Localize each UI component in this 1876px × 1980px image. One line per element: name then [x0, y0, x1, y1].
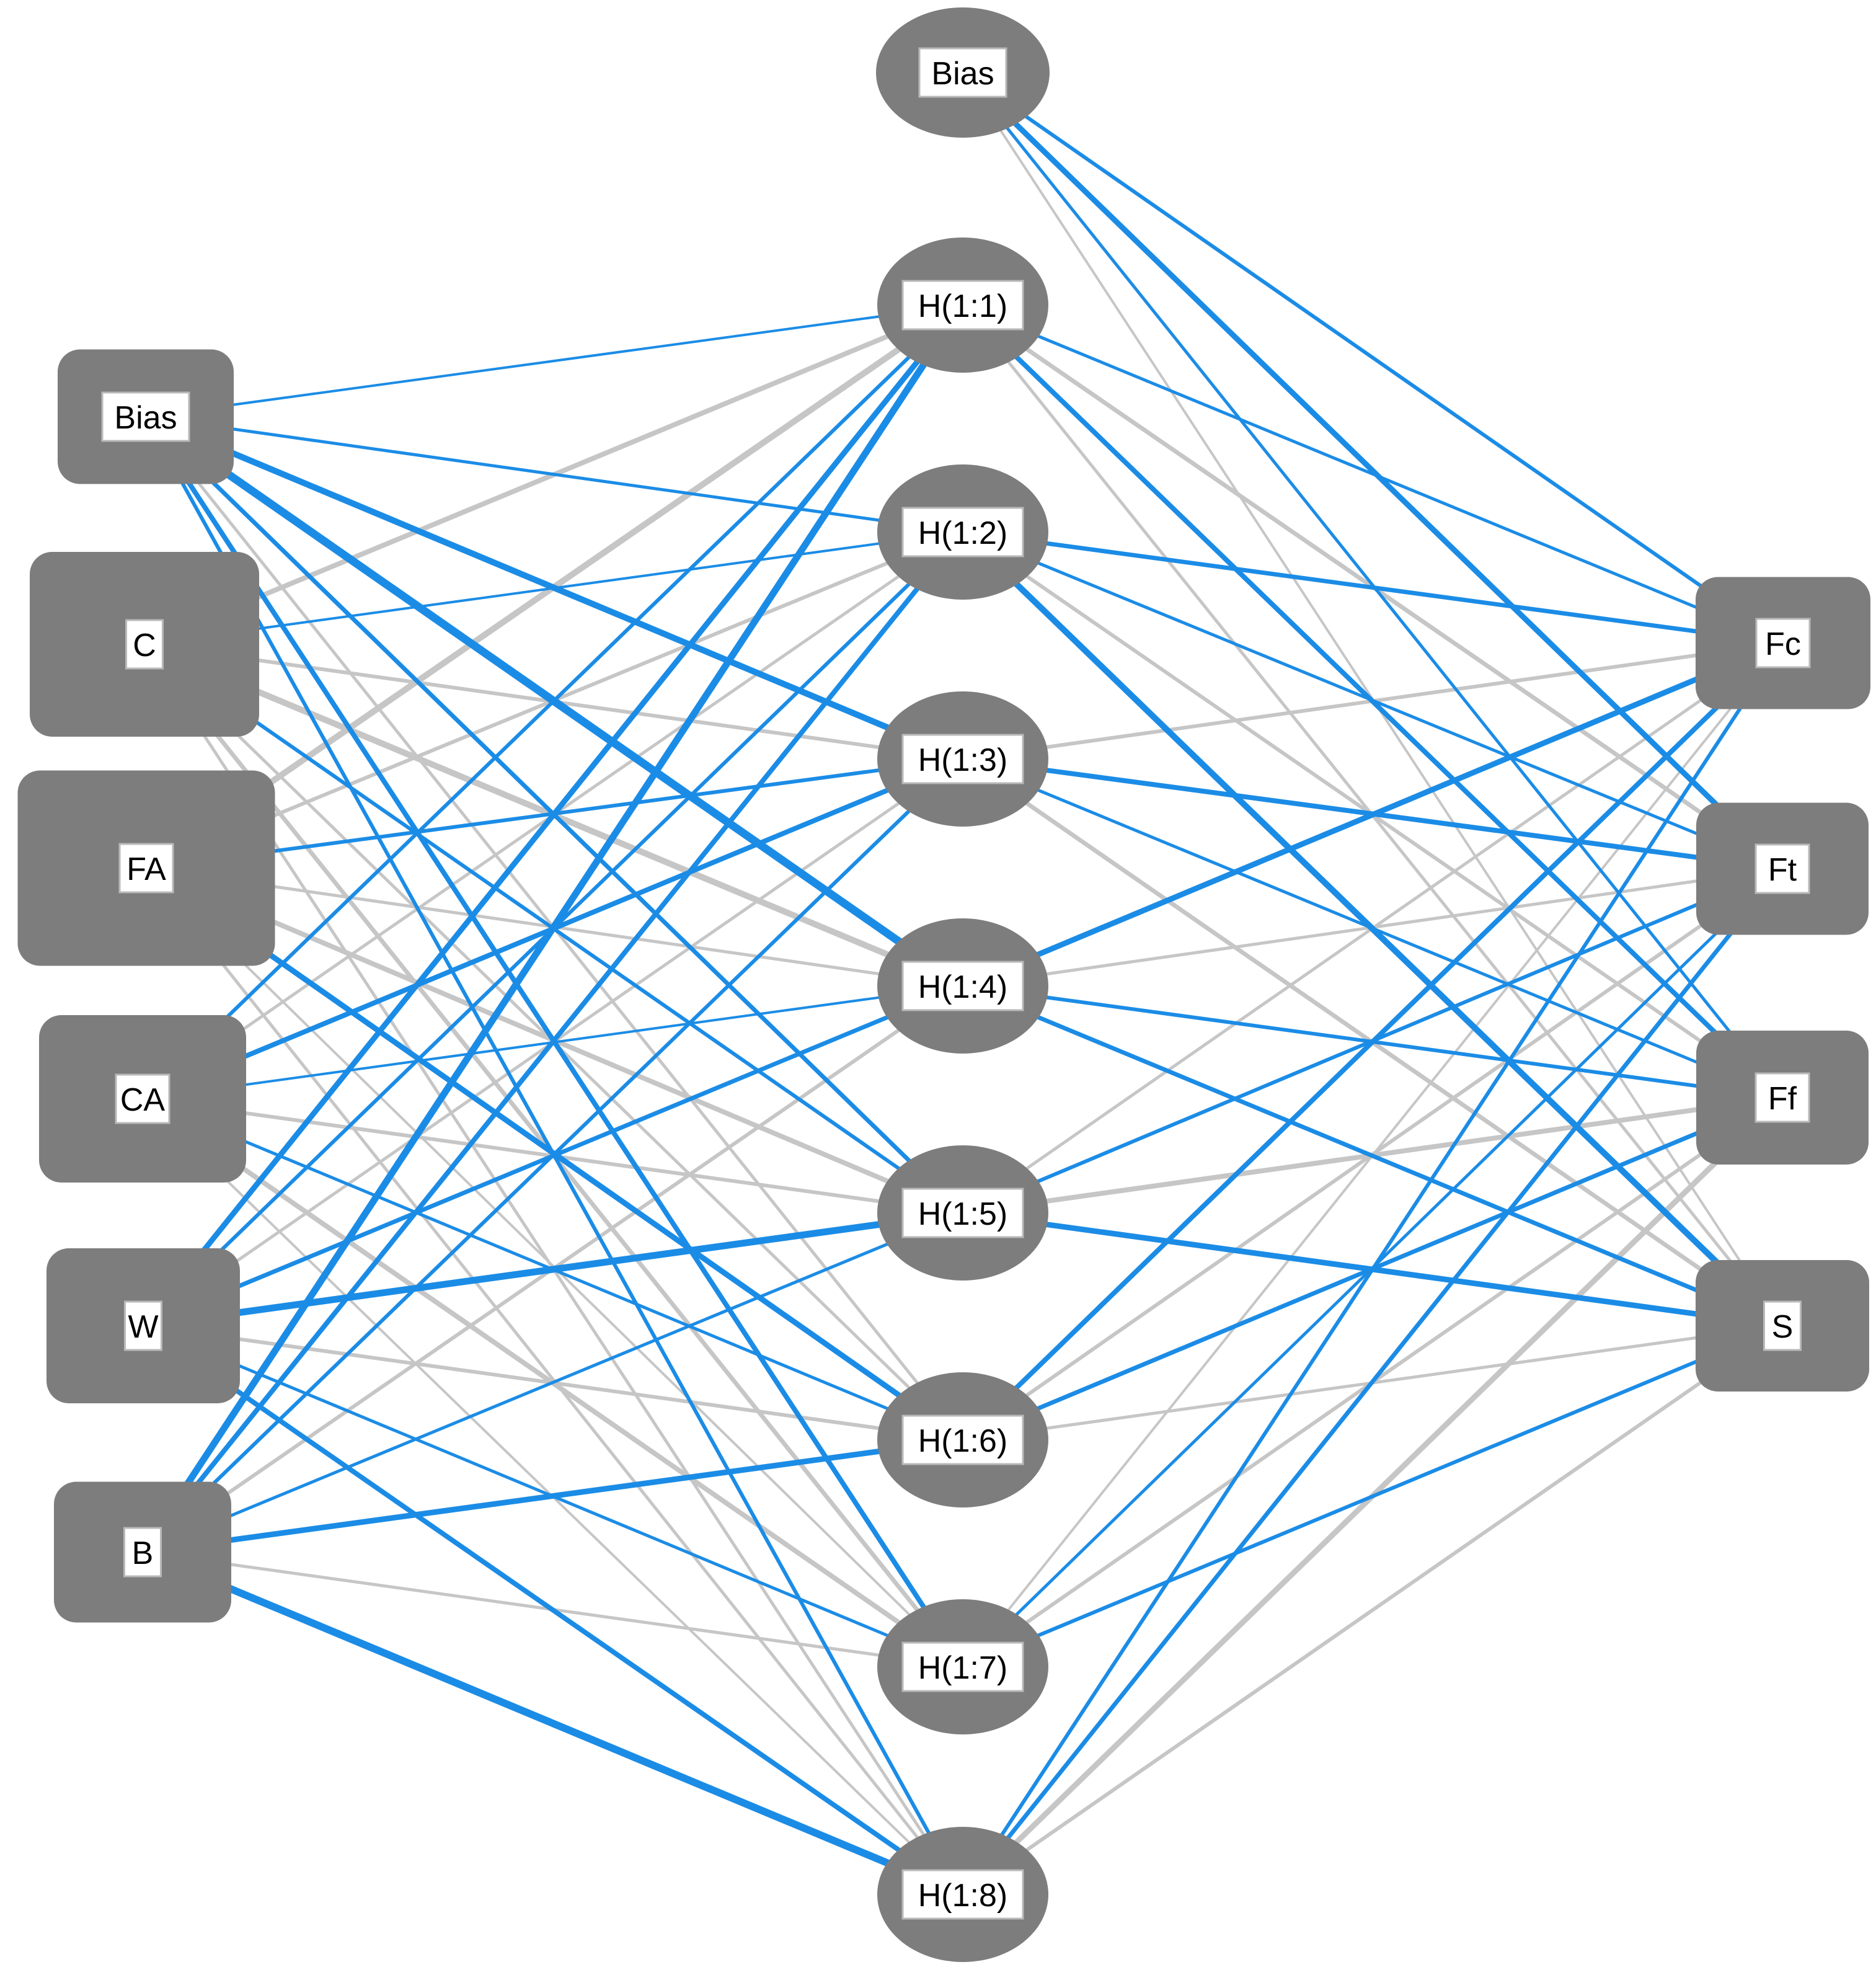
edge-in-w-h1-positive	[140, 302, 966, 1329]
node-label-box-in-w	[124, 1300, 162, 1351]
node-label-in-w: W	[128, 1309, 158, 1345]
node-label-in-ca: CA	[120, 1082, 166, 1118]
edge-h2-out-fc-positive	[960, 530, 1785, 646]
node-label-out-s: S	[1772, 1309, 1794, 1345]
edge-h-bias-out-ft-positive	[960, 69, 1785, 872]
node-label-box-out-ff	[1754, 1072, 1810, 1123]
edge-h8-out-s-negative	[961, 1324, 1784, 1896]
node-label-box-in-fa	[118, 843, 174, 894]
node-label-h4: H(1:4)	[918, 969, 1007, 1005]
node-label-box-h7	[901, 1641, 1024, 1692]
node-label-box-out-fc	[1755, 618, 1811, 668]
node-label-h-bias: Bias	[931, 56, 994, 92]
node-label-box-in-bias	[101, 391, 190, 442]
edge-in-b-h5-positive	[141, 1211, 965, 1554]
edge-in-b-h8-positive	[139, 1548, 967, 1898]
node-label-box-h4	[901, 961, 1024, 1011]
node-label-in-b: B	[132, 1535, 154, 1571]
node-label-h7: H(1:7)	[918, 1650, 1007, 1686]
edge-in-w-h5-positive	[139, 1209, 967, 1330]
edge-h6-out-fc-positive	[960, 641, 1785, 1442]
node-label-box-in-b	[123, 1527, 162, 1578]
node-label-box-h8	[901, 1869, 1024, 1920]
node-label-h1: H(1:1)	[918, 288, 1007, 324]
node-label-in-fa: FA	[126, 851, 166, 887]
node-label-box-in-c	[125, 619, 164, 670]
node-label-box-h2	[901, 507, 1024, 557]
node-label-box-out-ft	[1754, 843, 1810, 894]
node-label-box-h-bias	[918, 47, 1007, 98]
edge-h7-out-s-positive	[961, 1324, 1784, 1669]
edge-in-b-h3-positive	[141, 757, 965, 1554]
node-label-in-bias: Bias	[114, 400, 177, 436]
edge-in-b-h6-positive	[139, 1437, 966, 1555]
edge-h1-out-fc-positive	[961, 303, 1785, 645]
edge-h4-out-fc-positive	[960, 640, 1786, 989]
node-label-box-h6	[901, 1414, 1024, 1465]
edge-in-w-h8-positive	[141, 1323, 965, 1897]
node-label-h5: H(1:5)	[918, 1196, 1007, 1232]
node-label-box-out-s	[1763, 1300, 1802, 1351]
node-label-out-ft: Ft	[1768, 852, 1797, 888]
edge-h8-out-fc-positive	[961, 641, 1785, 1896]
node-label-box-h1	[901, 280, 1024, 331]
edge-in-bias-h2-positive	[144, 415, 965, 534]
edge-h4-out-s-positive	[960, 983, 1785, 1328]
node-label-h3: H(1:3)	[918, 742, 1007, 778]
edge-in-ca-h1-positive	[141, 303, 965, 1101]
edge-h8-out-ft-positive	[960, 866, 1785, 1897]
node-label-box-in-ca	[115, 1073, 170, 1124]
edge-in-bias-h1-positive	[144, 304, 964, 418]
edge-h2-out-ft-positive	[961, 530, 1784, 871]
node-label-h2: H(1:2)	[918, 515, 1007, 551]
edge-h3-out-ff-positive	[961, 757, 1784, 1099]
node-label-h8: H(1:8)	[918, 1878, 1007, 1914]
edge-in-c-h2-positive	[143, 531, 964, 646]
node-label-box-h3	[901, 734, 1024, 784]
edge-h-bias-out-ff-positive	[961, 71, 1784, 1099]
node-label-out-fc: Fc	[1765, 626, 1801, 662]
edge-h-bias-out-fc-positive	[961, 71, 1785, 645]
node-label-box-h5	[901, 1188, 1024, 1238]
node-label-in-c: C	[133, 628, 156, 664]
node-label-h6: H(1:6)	[918, 1423, 1007, 1459]
node-label-out-ff: Ff	[1768, 1081, 1797, 1117]
edge-in-b-h2-positive	[140, 530, 965, 1555]
edge-in-b-h1-positive	[139, 301, 967, 1556]
